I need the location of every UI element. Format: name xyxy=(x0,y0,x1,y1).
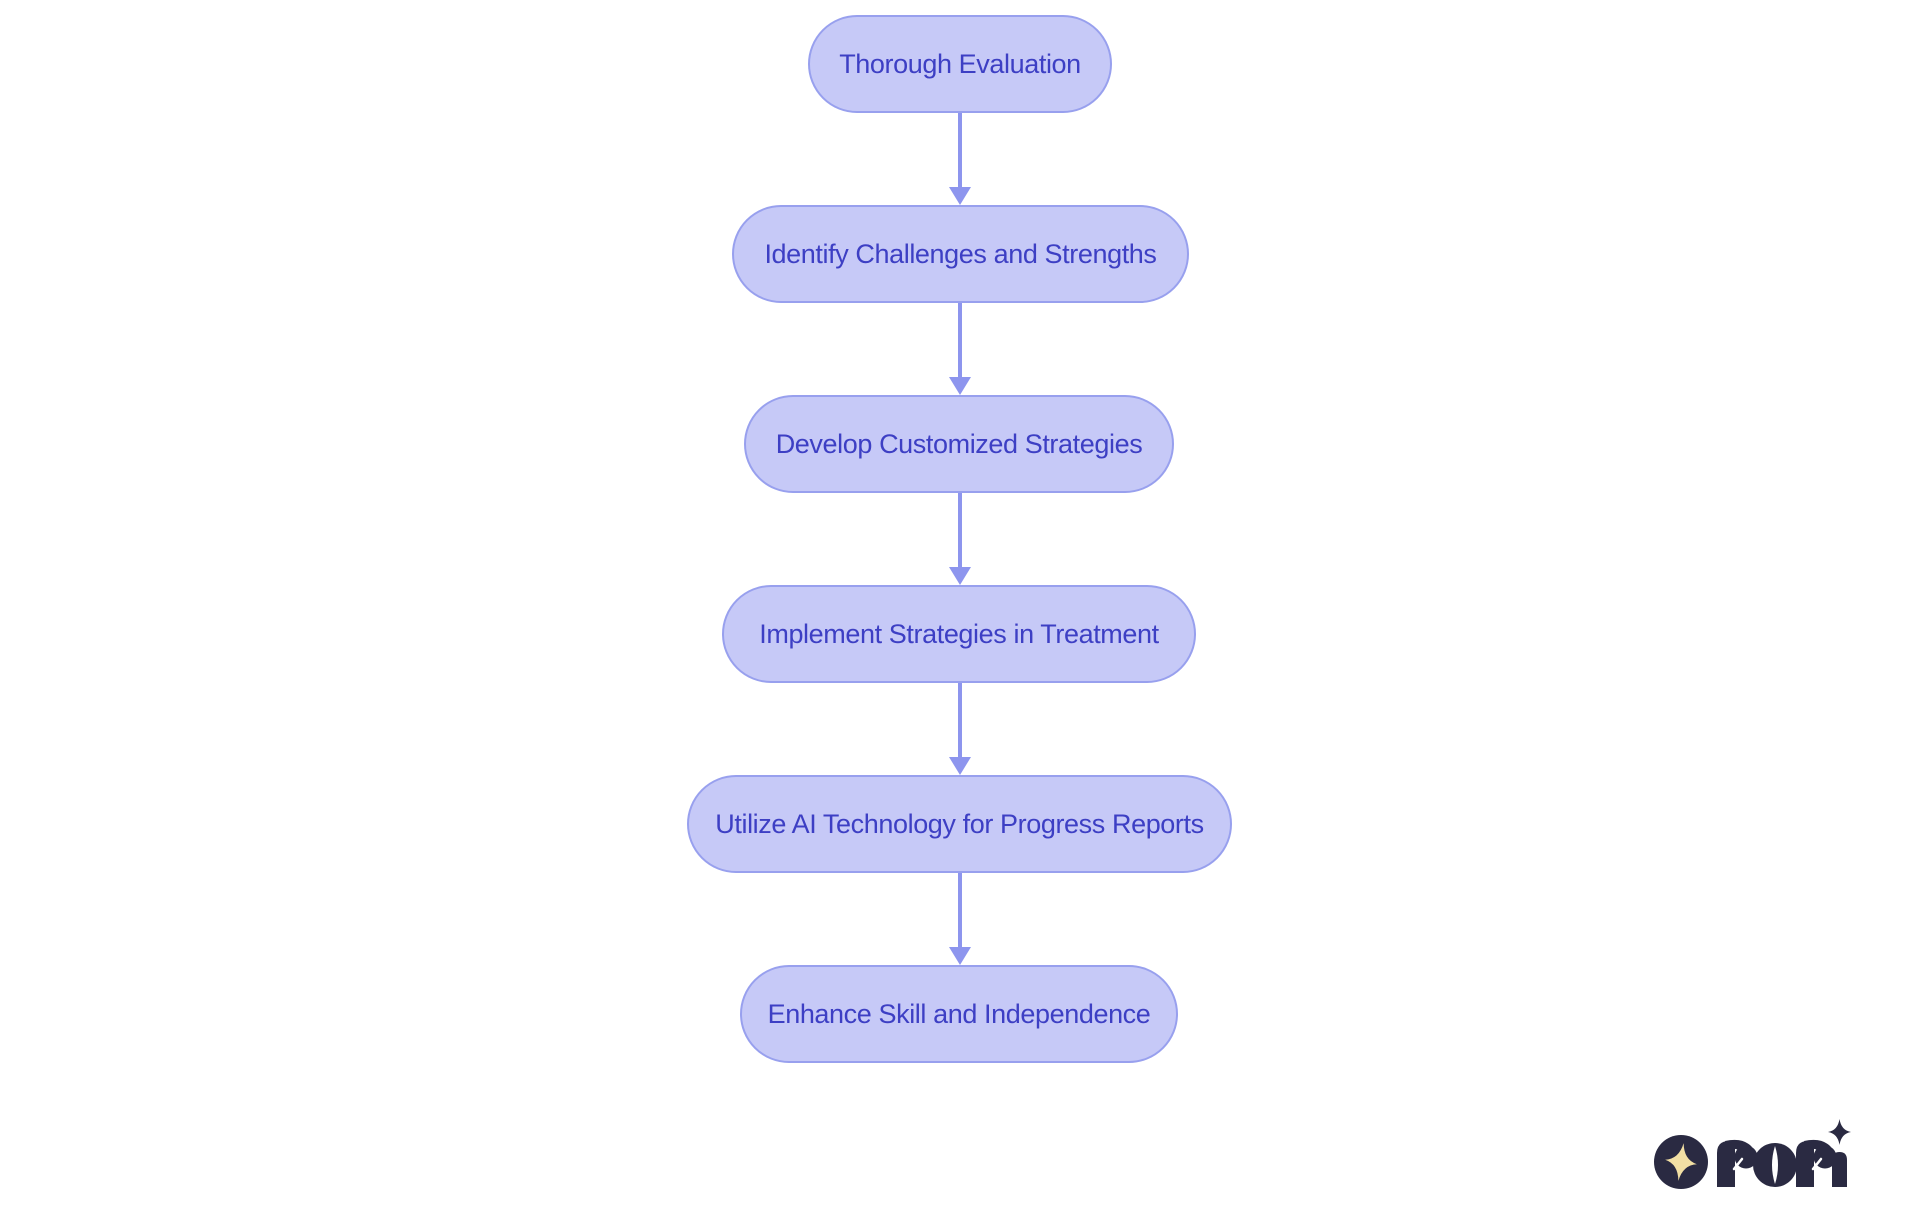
flow-node-label: Develop Customized Strategies xyxy=(775,428,1143,459)
flow-arrow-2 xyxy=(949,303,971,395)
flow-node-label: Implement Strategies in Treatment xyxy=(759,618,1159,649)
arrow-head-icon xyxy=(949,947,971,965)
sparkle-badge-icon xyxy=(1654,1135,1708,1189)
sparkle-icon xyxy=(1828,1119,1851,1145)
arrow-line xyxy=(958,113,962,187)
flow-node-label: Identify Challenges and Strengths xyxy=(764,238,1157,269)
arrow-line xyxy=(958,493,962,567)
flow-node-utilize-ai-technology-for-progress-reports: Utilize AI Technology for Progress Repor… xyxy=(687,775,1232,873)
letter-r xyxy=(1717,1139,1758,1187)
flow-node-develop-customized-strategies: Develop Customized Strategies xyxy=(744,395,1174,493)
arrow-line xyxy=(958,683,962,757)
arrow-head-icon xyxy=(949,757,971,775)
flow-arrow-5 xyxy=(949,873,971,965)
arrow-head-icon xyxy=(949,567,971,585)
flow-node-thorough-evaluation: Thorough Evaluation xyxy=(808,15,1112,113)
arrow-line xyxy=(958,873,962,947)
letter-r xyxy=(1796,1139,1837,1187)
arrow-line xyxy=(958,303,962,377)
rori-logo: rori xyxy=(1653,1112,1853,1192)
flow-node-label: Utilize AI Technology for Progress Repor… xyxy=(715,808,1204,839)
flow-node-label: Enhance Skill and Independence xyxy=(767,998,1151,1029)
arrow-head-icon xyxy=(949,187,971,205)
flow-arrow-4 xyxy=(949,683,971,775)
letter-o xyxy=(1753,1143,1797,1187)
arrow-head-icon xyxy=(949,377,971,395)
flow-node-identify-challenges-and-strengths: Identify Challenges and Strengths xyxy=(732,205,1189,303)
flow-node-enhance-skill-and-independence: Enhance Skill and Independence xyxy=(740,965,1178,1063)
flow-arrow-1 xyxy=(949,113,971,205)
flow-node-label: Thorough Evaluation xyxy=(839,48,1081,79)
rori-wordmark xyxy=(1654,1119,1851,1189)
letter-i xyxy=(1828,1119,1851,1187)
flow-node-implement-strategies-in-treatment: Implement Strategies in Treatment xyxy=(722,585,1196,683)
flow-arrow-3 xyxy=(949,493,971,585)
